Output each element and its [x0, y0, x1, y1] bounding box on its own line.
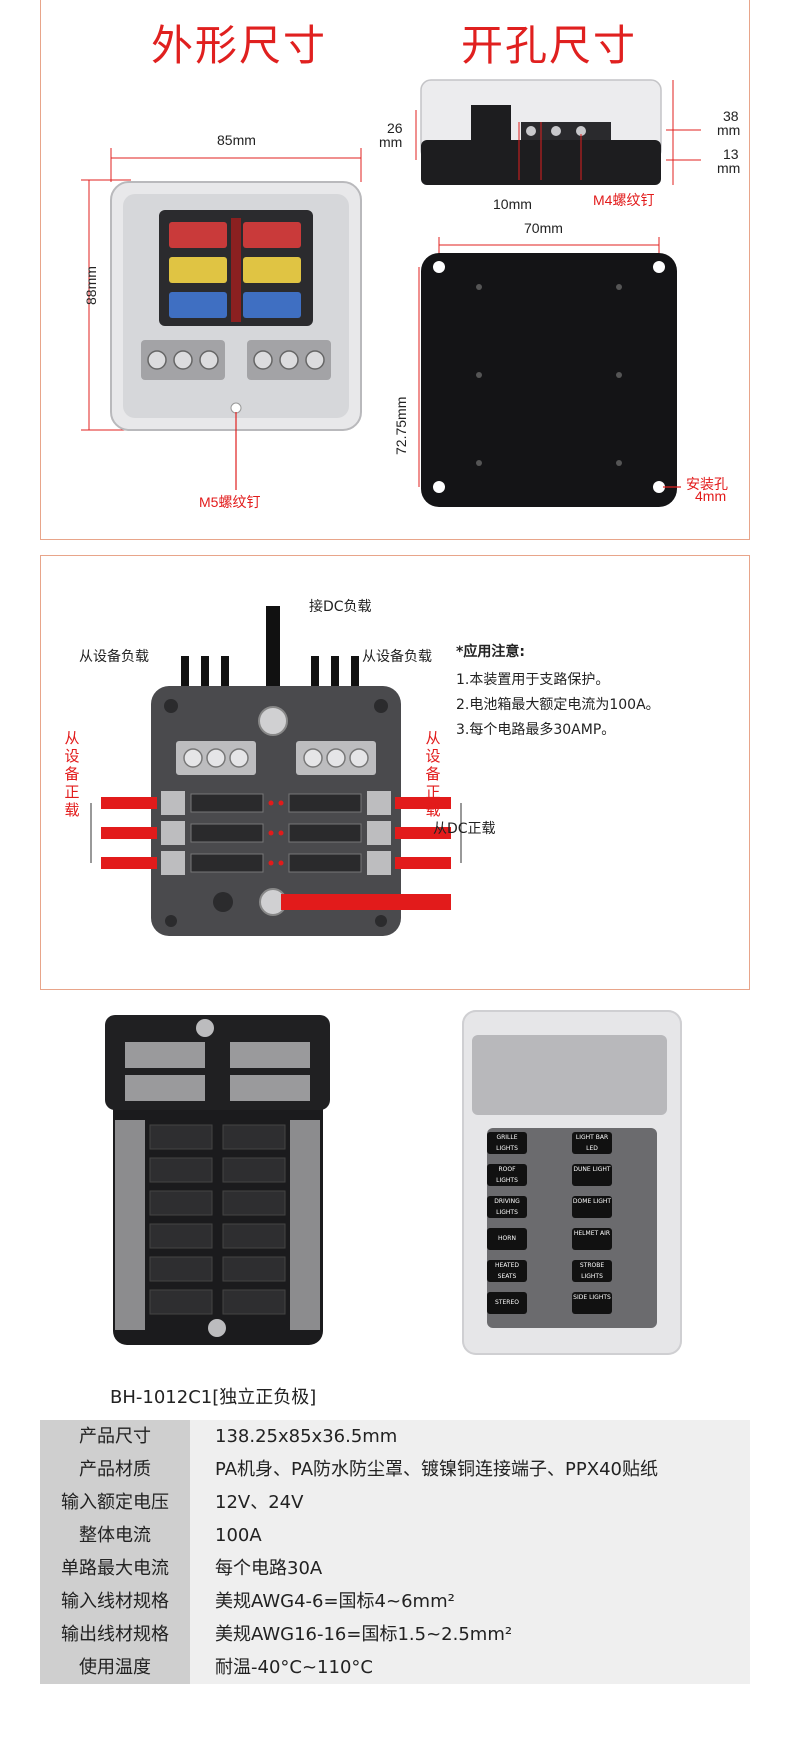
- spec-row: 产品尺寸 138.25x85x36.5mm: [40, 1420, 750, 1453]
- spec-value: 美规AWG4-6=国标4~6mm²: [190, 1585, 750, 1618]
- title-outline-size: 外形尺寸: [151, 21, 328, 70]
- fuse-label: GRILLE LIGHTS: [487, 1132, 527, 1154]
- note-1: 1.本装置用于支路保护。: [456, 672, 610, 688]
- spec-label: 产品材质: [40, 1453, 190, 1486]
- dim-70: 70mm: [524, 220, 563, 236]
- fuse-label: HEATED SEATS: [487, 1260, 527, 1282]
- fuse-label: STEREO: [487, 1292, 527, 1314]
- spec-value: 美规AWG16-16=国标1.5~2.5mm²: [190, 1618, 750, 1651]
- product-photo-clear: GRILLE LIGHTS ROOF LIGHTS DRIVING LIGHTS…: [462, 1010, 682, 1355]
- mount-hole-label: 安装孔: [686, 476, 728, 492]
- mount-hole-size: 4mm: [695, 488, 727, 504]
- device-positive-left-label: 从 设 备 正 载: [64, 729, 80, 819]
- dim-26-unit: mm: [379, 134, 403, 150]
- dim-width-85: 85mm: [217, 132, 256, 148]
- fuse-label: DOME LIGHT: [572, 1196, 612, 1218]
- spec-row: 产品材质 PA机身、PA防水防尘罩、镀镍铜连接端子、PPX40贴纸: [40, 1453, 750, 1486]
- product-photo-black: [105, 1015, 330, 1345]
- spec-value: PA机身、PA防水防尘罩、镀镍铜连接端子、PPX40贴纸: [190, 1453, 750, 1486]
- dim-height-88: 88mm: [83, 266, 99, 305]
- spec-row: 单路最大电流 每个电路30A: [40, 1552, 750, 1585]
- spec-value: 耐温-40°C~110°C: [190, 1651, 750, 1684]
- spec-value: 100A: [190, 1519, 750, 1552]
- dim-10: 10mm: [493, 196, 532, 212]
- fuse-label: STROBE LIGHTS: [572, 1260, 612, 1282]
- spec-label: 输出线材规格: [40, 1618, 190, 1651]
- label-column-right: LIGHT BAR LED DUNE LIGHT DOME LIGHT HELM…: [572, 1132, 612, 1314]
- spec-label: 整体电流: [40, 1519, 190, 1552]
- dim-38: 38: [723, 108, 739, 124]
- fuse-label: HELMET AIR: [572, 1228, 612, 1250]
- dim-13-unit: mm: [717, 160, 741, 176]
- spec-value: 138.25x85x36.5mm: [190, 1420, 750, 1453]
- dim-38-unit: mm: [717, 122, 741, 138]
- spec-row: 使用温度 耐温-40°C~110°C: [40, 1651, 750, 1684]
- dim-13: 13: [723, 146, 739, 162]
- fuse-label: DRIVING LIGHTS: [487, 1196, 527, 1218]
- wiring-panel: 接DC负载 从设备负载 从设备负载 从 设 备 正 载 从 设 备 正 载 从D…: [40, 555, 750, 990]
- bottom-view-drawing: [418, 237, 681, 507]
- wiring-diagram: [90, 606, 462, 936]
- note-2: 2.电池箱最大额定电流为100A。: [456, 697, 660, 713]
- dimensions-panel: 外形尺寸 开孔尺寸 85mm 88mm M5螺纹钉: [40, 0, 750, 540]
- spec-value: 每个电路30A: [190, 1552, 750, 1585]
- label-column-left: GRILLE LIGHTS ROOF LIGHTS DRIVING LIGHTS…: [487, 1132, 527, 1314]
- fuse-label: HORN: [487, 1228, 527, 1250]
- device-load-left-label: 从设备负载: [79, 649, 149, 665]
- side-view-drawing: [415, 79, 701, 185]
- spec-label: 使用温度: [40, 1651, 190, 1684]
- m4-screw-label: M4螺纹钉: [593, 192, 655, 208]
- m5-screw-label: M5螺纹钉: [199, 494, 261, 510]
- spec-label: 产品尺寸: [40, 1420, 190, 1453]
- front-view-drawing: [81, 148, 362, 490]
- dc-positive-label: 从DC正载: [433, 821, 496, 837]
- spec-row: 输入线材规格 美规AWG4-6=国标4~6mm²: [40, 1585, 750, 1618]
- spec-row: 整体电流 100A: [40, 1519, 750, 1552]
- device-load-right-label: 从设备负载: [362, 649, 432, 665]
- dim-26: 26: [387, 120, 403, 136]
- dim-72-75: 72.75mm: [393, 396, 409, 455]
- spec-label: 单路最大电流: [40, 1552, 190, 1585]
- spec-row: 输入额定电压 12V、24V: [40, 1486, 750, 1519]
- fuse-label: LIGHT BAR LED: [572, 1132, 612, 1154]
- note-3: 3.每个电路最多30AMP。: [456, 722, 616, 738]
- spec-label: 输入线材规格: [40, 1585, 190, 1618]
- notes-title: *应用注意:: [456, 644, 525, 660]
- fuse-label: ROOF LIGHTS: [487, 1164, 527, 1186]
- fuse-label: SIDE LIGHTS: [572, 1292, 612, 1314]
- spec-row: 输出线材规格 美规AWG16-16=国标1.5~2.5mm²: [40, 1618, 750, 1651]
- spec-table: 产品尺寸 138.25x85x36.5mm 产品材质 PA机身、PA防水防尘罩、…: [40, 1420, 750, 1725]
- spec-value: 12V、24V: [190, 1486, 750, 1519]
- dc-negative-label: 接DC负载: [309, 599, 372, 615]
- fuse-label: DUNE LIGHT: [572, 1164, 612, 1186]
- spec-label: 输入额定电压: [40, 1486, 190, 1519]
- product-caption: BH-1012C1[独立正负极]: [110, 1387, 317, 1408]
- device-positive-right-label: 从 设 备 正 载: [425, 729, 441, 819]
- title-hole-size: 开孔尺寸: [461, 21, 638, 70]
